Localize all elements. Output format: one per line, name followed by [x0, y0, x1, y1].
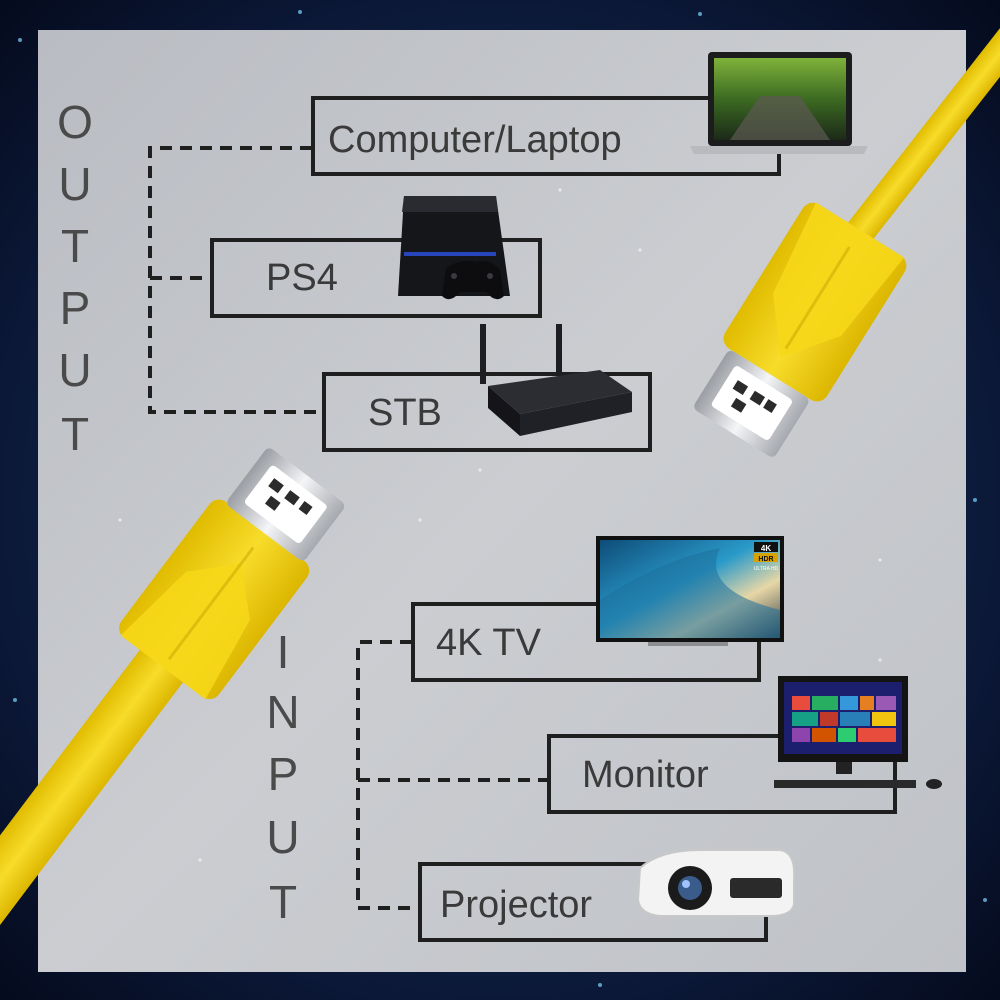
- tv-badge-ultra-hd: ULTRA HD: [754, 566, 779, 572]
- input-letter: N: [266, 686, 299, 738]
- projector-icon: [636, 849, 796, 917]
- tv-icon: 4K HDR ULTRA HD: [596, 536, 784, 646]
- input-heading: I N P U T: [266, 626, 299, 928]
- output-letter: T: [61, 220, 89, 272]
- device-label-computer-laptop: Computer/Laptop: [328, 119, 622, 161]
- input-letter: U: [266, 811, 299, 863]
- game-console-icon: [398, 196, 510, 300]
- tv-badge-4k: 4K: [761, 544, 771, 553]
- device-box-ps4: PS4: [210, 238, 542, 318]
- input-connector-lines: [356, 640, 548, 910]
- hdmi-cable-upper-right: [694, 24, 1000, 457]
- panel-sparkles-decoration: [118, 188, 882, 862]
- hdmi-cable-lower-left: [0, 448, 345, 962]
- output-letter: O: [57, 96, 93, 148]
- monitor-icon: [774, 676, 942, 789]
- input-letter: I: [277, 626, 290, 678]
- device-box-monitor: Monitor: [547, 734, 897, 814]
- input-letter: T: [269, 876, 297, 928]
- output-letter: P: [60, 282, 91, 334]
- output-connector-lines: [148, 146, 324, 414]
- device-box-projector: Projector: [418, 862, 768, 942]
- router-icon: [480, 324, 632, 436]
- output-heading: O U T P U T: [57, 96, 93, 460]
- output-letter: U: [58, 158, 91, 210]
- device-box-stb: STB: [322, 372, 652, 452]
- output-letter: T: [61, 408, 89, 460]
- laptop-icon: [690, 52, 868, 154]
- output-letter: U: [58, 344, 91, 396]
- diagram-panel: [38, 30, 966, 972]
- device-label-projector: Projector: [440, 884, 592, 926]
- input-letter: P: [268, 748, 299, 800]
- device-label-stb: STB: [368, 392, 442, 434]
- tv-badge-hdr: HDR: [758, 556, 773, 563]
- device-label-ps4: PS4: [266, 257, 338, 299]
- device-label-monitor: Monitor: [582, 754, 709, 796]
- device-label-4k-tv: 4K TV: [436, 622, 542, 664]
